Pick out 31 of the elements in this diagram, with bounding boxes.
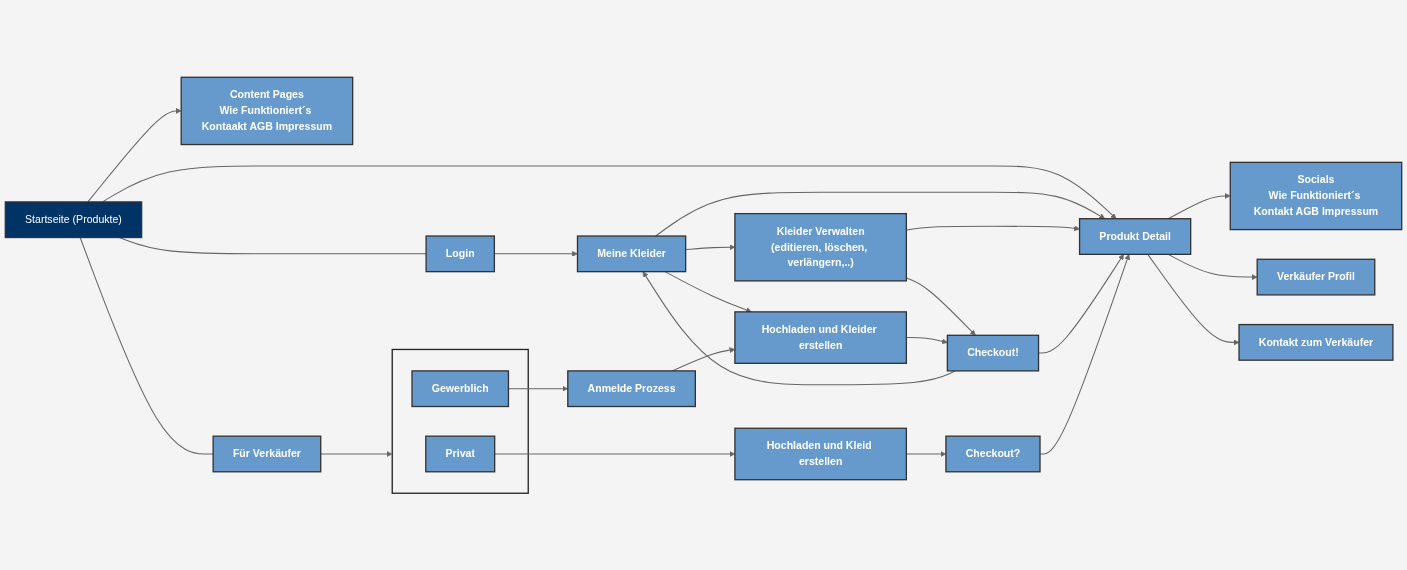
node-box: Kontakt zum Verkäufer <box>1238 323 1394 361</box>
arrow <box>1039 253 1130 455</box>
node-box: Meine Kleider <box>576 235 687 273</box>
node-box: Kleider Verwalten (editieren, löschen, verlängern,..) <box>734 212 907 282</box>
arrow <box>664 270 752 313</box>
node-box: Checkout? <box>945 435 1041 473</box>
cluster <box>391 348 529 494</box>
node-box: Socials Wie Funktioniert´s Kontakt AGB Impressum <box>1229 161 1403 230</box>
node-box: Startseite (Produkte) <box>4 201 143 238</box>
node-box: Content Pages Wie Funktioniert´s Kontaakt AGB Impressum <box>180 76 354 145</box>
node-box: Gewerblich <box>411 370 510 407</box>
arrow <box>102 165 1117 219</box>
node-box: Login <box>425 235 496 273</box>
arrow <box>642 271 956 385</box>
arrow <box>1167 253 1258 280</box>
arrow <box>1147 253 1240 346</box>
node-box: Verkäufer Profil <box>1256 258 1376 296</box>
arrow <box>320 450 393 457</box>
node-box: Anmelde Prozess <box>567 370 696 407</box>
arrow <box>905 277 976 336</box>
node-box: Hochladen und Kleider erstellen <box>734 310 907 364</box>
node-box: Für Verkäufer <box>212 435 322 473</box>
arrow <box>655 191 1106 237</box>
node-box: Privat <box>425 435 496 473</box>
node-box: Produkt Detail <box>1078 217 1192 255</box>
arrow <box>87 107 182 203</box>
arrow <box>1167 192 1231 219</box>
node-box: Checkout! <box>946 334 1040 372</box>
connector <box>79 236 214 455</box>
arrow <box>1038 253 1124 354</box>
node-box: Hochladen und Kleid erstellen <box>734 427 907 481</box>
